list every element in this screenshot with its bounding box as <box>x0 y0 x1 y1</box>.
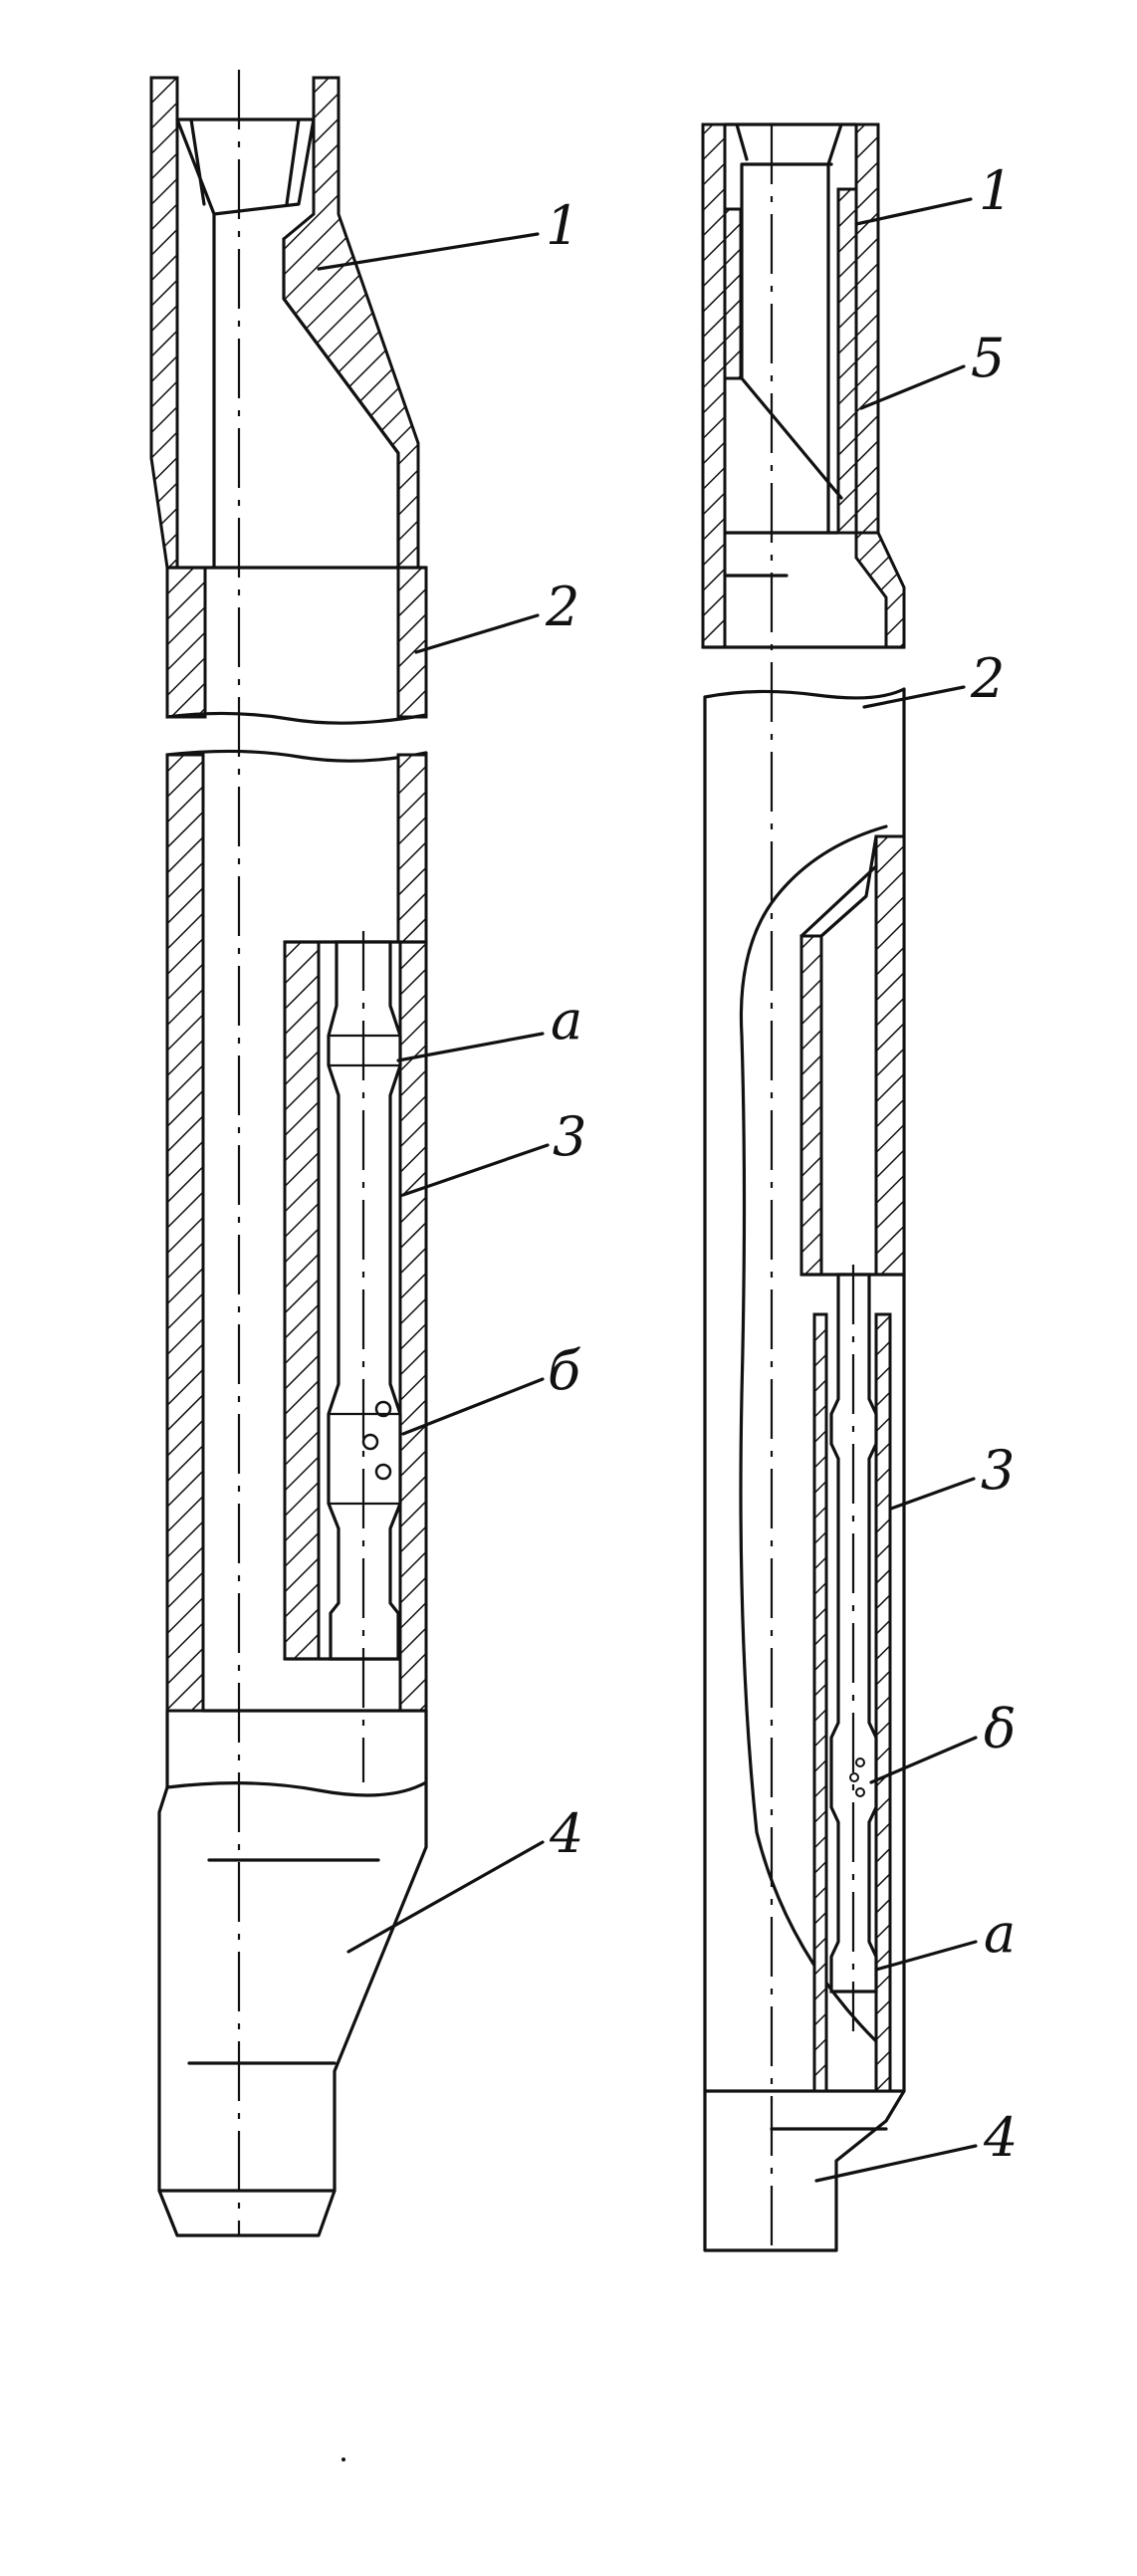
left-barrel-upper-wall-right <box>396 566 428 719</box>
left-inner-housing-wall-right <box>398 940 428 1713</box>
leader-lines <box>317 197 978 2183</box>
stray-dot <box>341 2458 345 2461</box>
left-barrel-upper-wall-left <box>165 566 207 719</box>
right-sleeve-right <box>836 187 858 535</box>
left-top-funnel <box>175 117 316 570</box>
left-inner-housing-wall-left <box>283 940 321 1661</box>
left-assembly <box>149 70 428 2237</box>
right-label-a: a <box>984 1902 1016 1965</box>
right-label-part-2: 2 <box>970 647 1005 710</box>
left-label-a: a <box>551 989 582 1052</box>
right-inner-sleeve-wall-right <box>874 834 906 1277</box>
left-label-part-1: 1 <box>546 194 579 257</box>
right-top-housing-wall-left <box>701 122 727 649</box>
right-assembly <box>701 122 906 2252</box>
left-label-part-3: 3 <box>553 1105 586 1168</box>
right-label-part-5: 5 <box>971 327 1005 389</box>
right-cutaway-outline <box>739 824 888 2043</box>
left-barrel-lower-wall-right <box>396 753 428 944</box>
left-bottom-sub <box>157 1709 428 2237</box>
right-top-housing-wall-right <box>854 122 880 535</box>
left-barrel-lower-wall-left <box>165 753 205 1713</box>
left-top-housing-wall-left <box>149 76 179 570</box>
right-housing-shoulder <box>854 531 906 649</box>
right-label-part-3: 3 <box>981 1439 1015 1502</box>
right-label-part-1: 1 <box>979 159 1013 222</box>
left-label-part-2: 2 <box>545 576 579 638</box>
right-barrel <box>703 687 906 2252</box>
left-label-b: б <box>548 1339 581 1402</box>
right-label-part-4: 4 <box>983 2106 1018 2169</box>
right-inner-housing-wall-right <box>874 1312 892 2093</box>
right-inner-sleeve-wall-left <box>799 934 823 1277</box>
left-label-part-4: 4 <box>549 1802 583 1865</box>
right-inner-housing-wall-left <box>812 1312 828 2093</box>
right-label-delta: δ <box>984 1698 1017 1760</box>
right-sleeve-left <box>723 207 743 380</box>
